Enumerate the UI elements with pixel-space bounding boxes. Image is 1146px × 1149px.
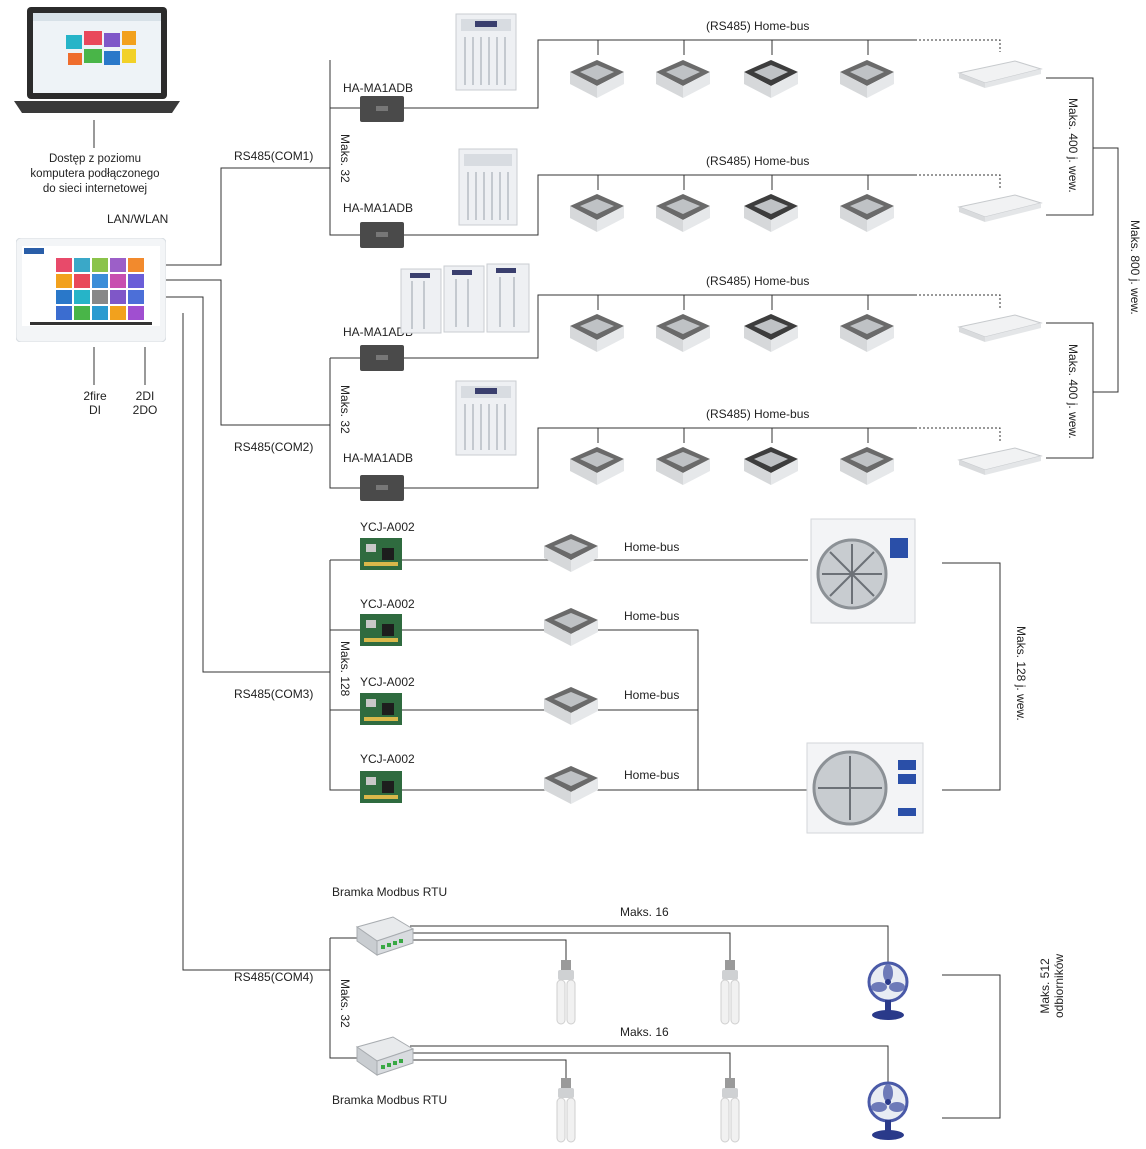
cassette-unit-icon — [652, 310, 714, 361]
cassette-unit-icon — [540, 683, 602, 734]
di-label: DI — [89, 403, 101, 417]
ceiling-unit-icon — [955, 57, 1045, 96]
maks16-label-1: Maks. 16 — [620, 905, 669, 919]
ycj-board-icon — [360, 693, 402, 730]
cassette-unit-icon — [836, 190, 898, 241]
ceiling-unit-icon — [955, 311, 1045, 350]
port-com1-label: RS485(COM1) — [234, 149, 314, 163]
gateway-label-1: Bramka Modbus RTU — [332, 885, 448, 899]
home-bus-com3-3: Home-bus — [624, 688, 680, 702]
split-outdoor-unit-icon — [806, 742, 924, 839]
cassette-unit-icon — [566, 310, 628, 361]
modbus-gateway-icon — [353, 1035, 415, 1082]
lan-label: LAN/WLAN — [107, 212, 169, 226]
home-bus-com3-1: Home-bus — [624, 540, 680, 554]
maks128-com3: Maks. 128 — [338, 641, 352, 697]
outdoor-unit-icon — [458, 148, 518, 231]
max512-line2: odbiorników — [1052, 953, 1066, 1018]
port-com2-label: RS485(COM2) — [234, 440, 314, 454]
adapter-label-1: HA-MA1ADB — [343, 81, 414, 95]
laptop-icon — [12, 5, 182, 122]
outdoor-unit-icon — [455, 13, 517, 96]
ycj-label-4: YCJ-A002 — [360, 752, 415, 766]
gateway-adapter-icon — [360, 475, 404, 506]
home-bus-label-row2: (RS485) Home-bus — [706, 154, 810, 168]
cassette-unit-icon — [566, 190, 628, 241]
cassette-unit-icon — [740, 56, 802, 107]
cassette-unit-icon — [836, 56, 898, 107]
gateway-label-2: Bramka Modbus RTU — [332, 1093, 448, 1107]
cassette-unit-icon — [540, 604, 602, 655]
cassette-unit-icon — [540, 530, 602, 581]
adapter-label-2: HA-MA1ADB — [343, 201, 414, 215]
bulb-icon — [717, 960, 743, 1031]
access-line-3: do sieci internetowej — [42, 183, 148, 195]
maks32-com2: Maks. 32 — [338, 385, 352, 434]
cassette-unit-icon — [740, 443, 802, 494]
cassette-unit-icon — [836, 443, 898, 494]
ceiling-unit-icon — [955, 191, 1045, 230]
2di-label: 2DI — [135, 389, 155, 403]
port-com4-label: RS485(COM4) — [234, 970, 314, 984]
cassette-unit-icon — [652, 56, 714, 107]
bulb-icon — [717, 1078, 743, 1149]
home-bus-com3-2: Home-bus — [624, 609, 680, 623]
fire-label: 2fire — [83, 389, 107, 403]
ycj-board-icon — [360, 771, 402, 808]
2do-label: 2DO — [132, 403, 158, 417]
maks32-com1: Maks. 32 — [338, 134, 352, 183]
cassette-unit-icon — [740, 310, 802, 361]
max400-label-2: Maks. 400 j. wew. — [1066, 344, 1080, 439]
cassette-unit-icon — [652, 190, 714, 241]
touch-controller-icon — [15, 237, 167, 347]
ycj-label-2: YCJ-A002 — [360, 597, 415, 611]
gateway-adapter-icon — [360, 222, 404, 253]
outdoor-unit-icon — [400, 263, 530, 340]
maks32-com4: Maks. 32 — [338, 979, 352, 1028]
port-com3-label: RS485(COM3) — [234, 687, 314, 701]
cassette-unit-icon — [652, 443, 714, 494]
max400-label-1: Maks. 400 j. wew. — [1066, 98, 1080, 193]
fire-di-label: 2fire DI — [78, 389, 112, 417]
max512-line1: Maks. 512 — [1038, 958, 1052, 1014]
ycj-label-3: YCJ-A002 — [360, 675, 415, 689]
cassette-unit-icon — [540, 762, 602, 813]
cassette-unit-icon — [836, 310, 898, 361]
fan-icon — [866, 960, 910, 1027]
cassette-unit-icon — [566, 443, 628, 494]
di-do-label: 2DI 2DO — [128, 389, 162, 417]
home-bus-label-row4: (RS485) Home-bus — [706, 407, 810, 421]
ycj-label-1: YCJ-A002 — [360, 520, 415, 534]
ycj-board-icon — [360, 614, 402, 651]
adapter-label-4: HA-MA1ADB — [343, 451, 414, 465]
home-bus-label-row1: (RS485) Home-bus — [706, 19, 810, 33]
access-line-1: Dostęp z poziomu — [48, 153, 142, 165]
max512-label: Maks. 512 odbiorników — [1038, 954, 1066, 1018]
max800-label: Maks. 800 j. wew. — [1128, 220, 1142, 315]
access-description: Dostęp z poziomu komputera podłączonego … — [20, 152, 170, 197]
gateway-adapter-icon — [360, 345, 404, 376]
fan-icon — [866, 1080, 910, 1147]
maks16-label-2: Maks. 16 — [620, 1025, 669, 1039]
access-line-2: komputera podłączonego — [30, 168, 160, 180]
bulb-icon — [553, 1078, 579, 1149]
bulb-icon — [553, 960, 579, 1031]
gateway-adapter-icon — [360, 96, 404, 127]
split-outdoor-unit-icon — [810, 518, 916, 629]
cassette-unit-icon — [566, 56, 628, 107]
cassette-unit-icon — [740, 190, 802, 241]
ceiling-unit-icon — [955, 444, 1045, 483]
max128-label: Maks. 128 j. wew. — [1014, 626, 1028, 721]
outdoor-unit-icon — [455, 380, 517, 461]
modbus-gateway-icon — [353, 915, 415, 962]
adapter-label-3: HA-MA1ADB — [343, 325, 414, 339]
home-bus-com3-4: Home-bus — [624, 768, 680, 782]
home-bus-label-row3: (RS485) Home-bus — [706, 274, 810, 288]
ycj-board-icon — [360, 538, 402, 575]
